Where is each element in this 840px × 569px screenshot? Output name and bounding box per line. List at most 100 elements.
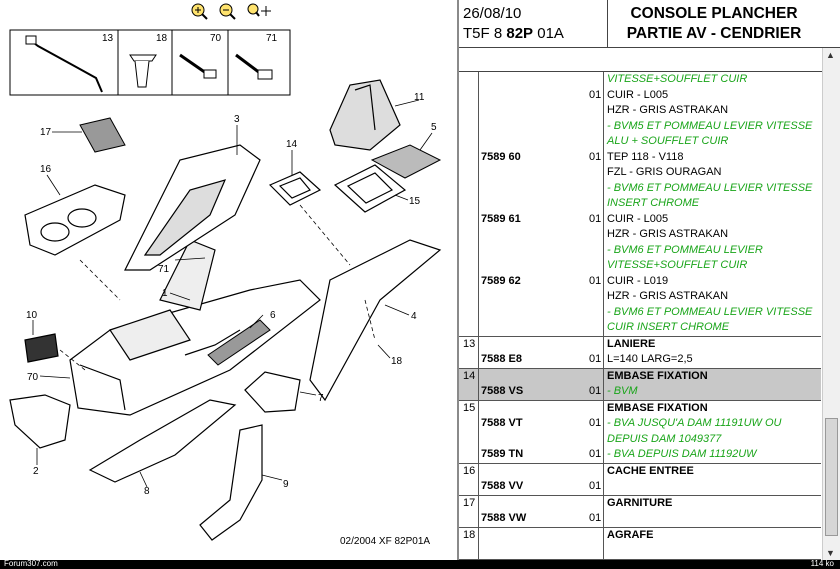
parts-list-pane: 26/08/10 T5F 8 82P 01A CONSOLE PLANCHER …	[459, 0, 840, 560]
row-index: 17	[463, 496, 476, 509]
part-description: VITESSE+SOUFFLET CUIR	[607, 73, 748, 85]
frame-part-14	[268, 171, 322, 206]
part-description: AGRAFE	[607, 528, 654, 541]
part-quantity: 01	[589, 274, 602, 287]
duct-part-8	[88, 399, 237, 483]
small-parts-box	[9, 29, 291, 96]
part-reference[interactable]: 7588 VV	[481, 480, 524, 492]
part-description: CUIR - L005	[607, 88, 669, 101]
row-line: CACHE ENTREE	[459, 464, 821, 480]
row-line: VITESSE+SOUFFLET CUIR	[459, 72, 821, 88]
part-reference[interactable]: 7588 E8	[481, 353, 522, 365]
scroll-thumb[interactable]	[825, 418, 838, 536]
zoom-move-icon	[247, 3, 271, 17]
side-panel-part-4	[309, 239, 442, 402]
callout-9: 9	[283, 479, 289, 490]
callout-11: 11	[414, 92, 425, 103]
part-reference[interactable]: 7589 60	[481, 150, 521, 163]
part-description: HZR - GRIS ASTRAKAN	[607, 104, 729, 116]
part-description: - BVM5 ET POMMEAU LEVIER VITESSE	[607, 119, 813, 132]
table-row[interactable]: 18 AGRAFE	[459, 527, 821, 560]
row-index-cell: 18	[459, 527, 479, 559]
status-bar: Forum307.com 114 ko	[0, 559, 840, 569]
callout-10: 10	[26, 310, 38, 321]
part-description: - BVM6 ET POMMEAU LEVIER	[607, 243, 763, 256]
vertical-scrollbar[interactable]: ▲ ▼	[822, 48, 840, 560]
callout-7: 7	[318, 393, 324, 404]
callout-4: 4	[411, 311, 417, 322]
part-description: CUIR INSERT CHROME	[607, 321, 730, 333]
callout-15: 15	[409, 196, 421, 207]
scroll-up-icon[interactable]: ▲	[826, 50, 835, 60]
console-body	[69, 239, 321, 416]
leader-lines	[32, 99, 433, 488]
row-index-cell	[459, 72, 479, 336]
callout-2: 2	[33, 466, 39, 477]
part-reference[interactable]: 7588 VS	[481, 385, 524, 397]
row-line: - BVM6 ET POMMEAU LEVIER	[459, 243, 821, 259]
part-quantity: 01	[589, 448, 602, 460]
callout-71-b: 71	[158, 264, 170, 275]
part-reference[interactable]: 7589 61	[481, 212, 521, 225]
part-description: LANIERE	[607, 337, 656, 350]
callout-5: 5	[431, 122, 437, 133]
side-panel-part-3	[124, 144, 261, 271]
zoom-out-icon	[219, 3, 236, 20]
part-quantity: 01	[589, 212, 602, 225]
row-line: EMBASE FIXATION	[459, 401, 821, 417]
column-separator	[603, 368, 604, 400]
part-description: L=140 LARG=2,5	[607, 353, 693, 365]
callout-1: 1	[162, 288, 168, 299]
zoom-in-icon	[191, 3, 208, 20]
scroll-down-icon[interactable]: ▼	[826, 548, 835, 558]
row-index: 15	[463, 401, 476, 414]
row-index-cell: 15	[459, 400, 479, 463]
part-quantity: 01	[589, 417, 602, 429]
row-line: 7588 E8 01 L=140 LARG=2,5	[459, 352, 821, 368]
part-quantity: 01	[589, 353, 602, 365]
vent-part-7	[244, 371, 301, 413]
duct-part-9	[199, 424, 263, 541]
header-spacer	[459, 48, 840, 72]
row-index: 16	[463, 464, 476, 477]
header-code: T5F 8 82P 01A	[463, 25, 564, 42]
part-description: VITESSE+SOUFFLET CUIR	[607, 259, 748, 271]
part-description: CUIR - L019	[607, 274, 669, 287]
row-line: - BVM5 ET POMMEAU LEVIER VITESSE	[459, 119, 821, 135]
row-index-cell: 14	[459, 368, 479, 400]
pane-divider[interactable]	[457, 0, 459, 560]
part-reference[interactable]: 7589 TN	[481, 448, 524, 460]
box-part-2	[9, 394, 71, 449]
zoom-toolbar	[190, 2, 272, 22]
part-description: - BVA JUSQU'A DAM 11191UW OU	[607, 417, 782, 429]
row-line: HZR - GRIS ASTRAKAN	[459, 289, 821, 305]
part-reference[interactable]: 7588 VT	[481, 417, 523, 429]
zoom-out-button[interactable]	[218, 2, 236, 20]
part-description: DEPUIS DAM 1049377	[607, 432, 722, 445]
part-quantity: 01	[589, 512, 602, 524]
column-separator	[603, 527, 604, 559]
cup-holder-part-16	[24, 184, 126, 256]
row-line: HZR - GRIS ASTRAKAN	[459, 227, 821, 243]
zoom-in-button[interactable]	[190, 2, 208, 20]
part-description: HZR - GRIS ASTRAKAN	[607, 290, 729, 302]
column-separator	[603, 72, 604, 336]
part-reference[interactable]: 7588 VW	[481, 512, 527, 524]
row-line: - BVM6 ET POMMEAU LEVIER VITESSE	[459, 181, 821, 197]
callout-18-b: 18	[391, 356, 403, 367]
pad-part-5	[370, 144, 442, 179]
parts-diagram: 13 18 70 71 11 17 3 5 14 16 15 71 1 4 10…	[9, 29, 442, 547]
callout-70-b: 70	[27, 372, 39, 383]
assembly-lines	[59, 204, 376, 371]
zoom-move-button[interactable]	[246, 2, 272, 20]
part-reference[interactable]: 7589 62	[481, 274, 521, 287]
header-info: 26/08/10 T5F 8 82P 01A	[459, 0, 608, 47]
